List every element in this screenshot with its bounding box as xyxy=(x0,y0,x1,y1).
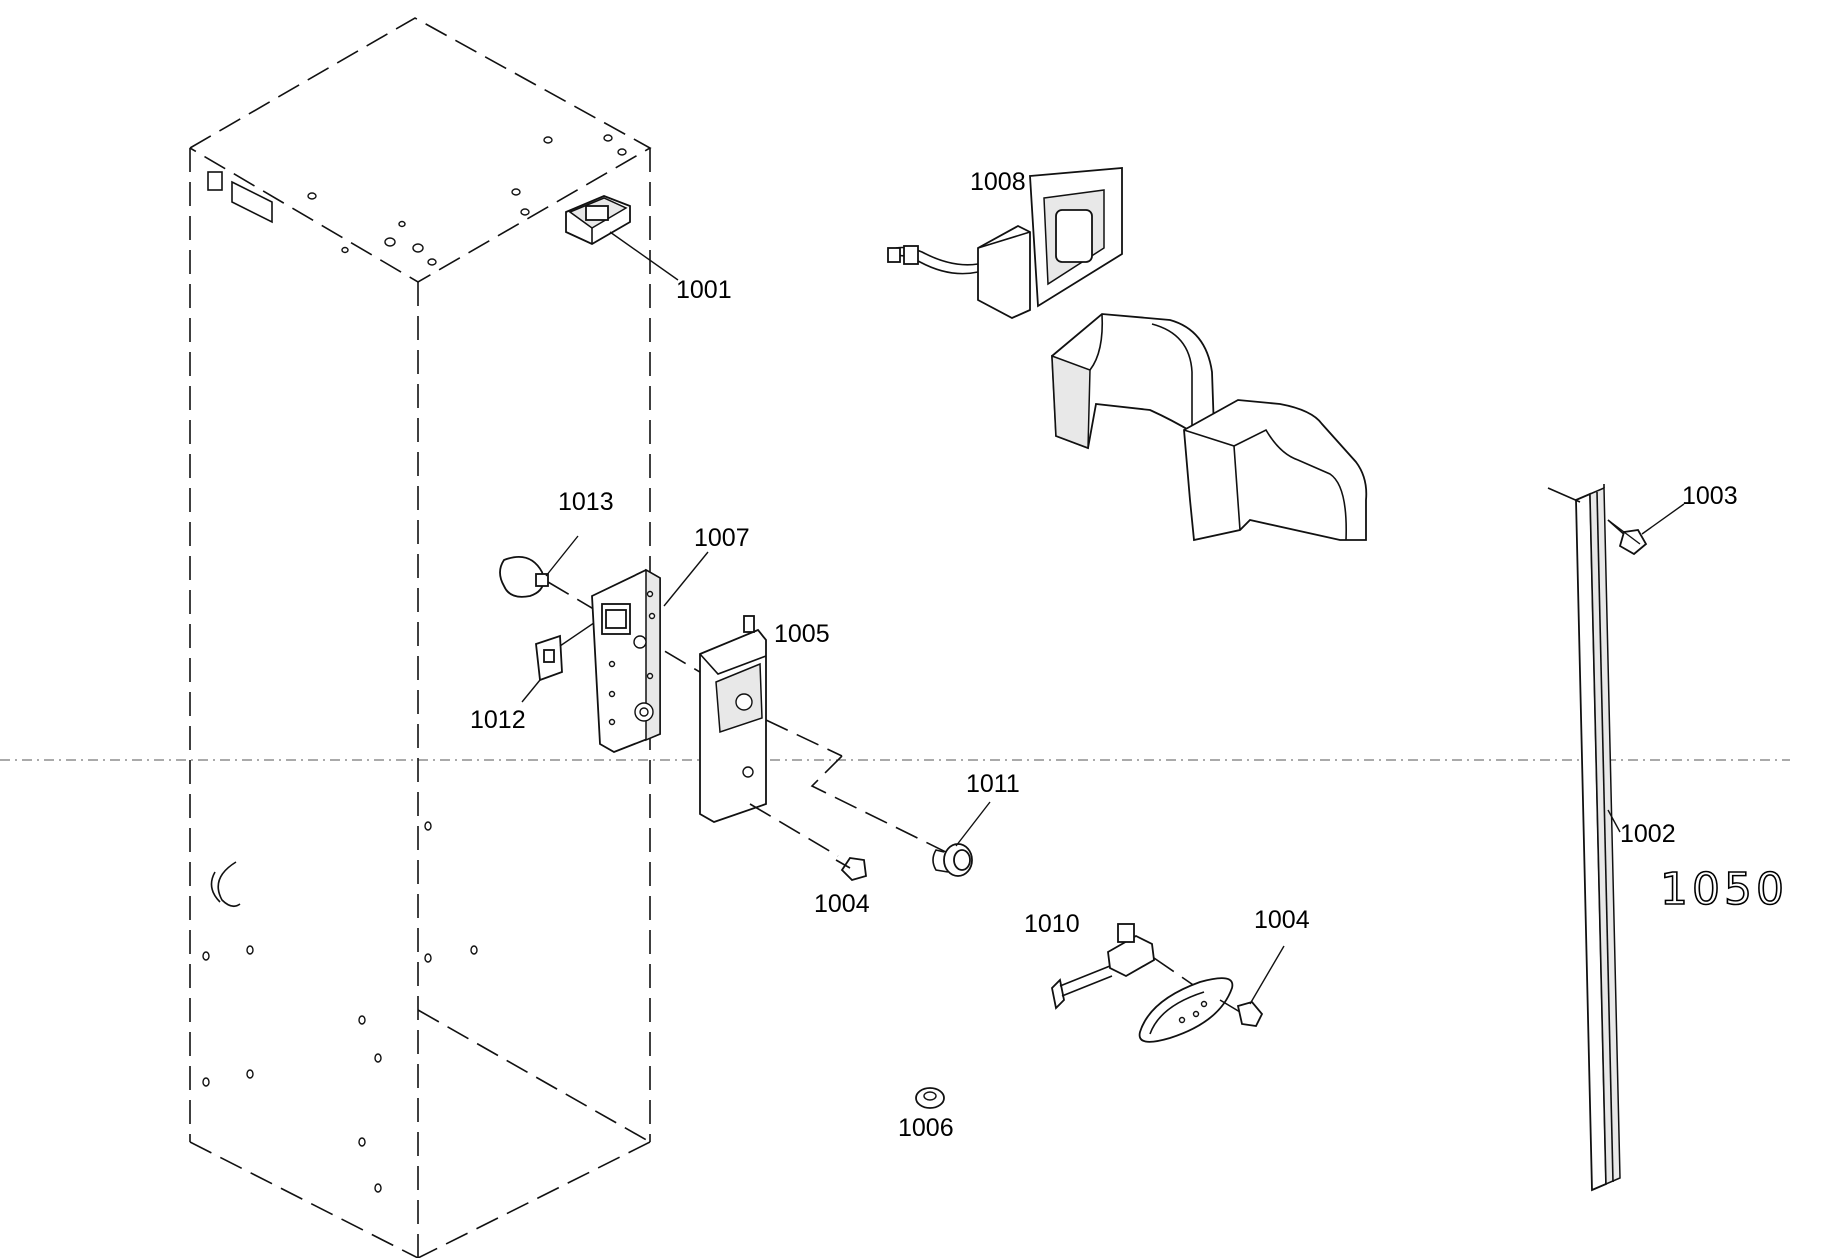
leader-1002 xyxy=(1607,809,1621,833)
label-1001: 1001 xyxy=(676,276,732,304)
part-1012-pad xyxy=(535,634,563,682)
part-1011-bushing xyxy=(932,843,973,877)
label-1010: 1010 xyxy=(1024,910,1080,938)
part-1008-light-housing xyxy=(887,167,1123,320)
leader-1012 xyxy=(521,679,541,703)
part-1001-receptacle xyxy=(565,195,631,246)
label-1004-right: 1004 xyxy=(1254,906,1310,934)
label-1002: 1002 xyxy=(1620,820,1676,848)
part-1002-trim-strip xyxy=(1547,484,1621,1192)
leader-1013-axis xyxy=(547,581,711,679)
insulation-block-lower xyxy=(1183,399,1368,542)
leader-1011 xyxy=(955,801,991,847)
label-1004-left: 1004 xyxy=(814,890,870,918)
leader-1013 xyxy=(545,535,579,577)
part-1004-screw-left xyxy=(749,803,867,882)
thermistor-cover xyxy=(1138,977,1234,1043)
leader-1005-step xyxy=(810,755,959,859)
leader-1001 xyxy=(609,231,679,281)
part-1013-knob xyxy=(499,556,549,598)
leader-1007 xyxy=(663,551,709,607)
leader-1005-axis xyxy=(765,719,843,757)
part-1003-screw xyxy=(1607,519,1648,556)
part-1010-sensor xyxy=(1051,923,1219,1010)
leader-1003 xyxy=(1641,503,1685,535)
part-1004-screw-right xyxy=(1219,999,1264,1027)
label-1008: 1008 xyxy=(970,168,1026,196)
handwritten-note: 1050 xyxy=(1660,864,1788,915)
part-1006-washer xyxy=(915,1087,945,1109)
label-1012: 1012 xyxy=(470,706,526,734)
leader-1004b xyxy=(1249,945,1285,1005)
label-1013: 1013 xyxy=(558,488,614,516)
label-1003: 1003 xyxy=(1682,482,1738,510)
label-1006: 1006 xyxy=(898,1114,954,1142)
cabinet-housing xyxy=(189,17,652,1258)
label-1011: 1011 xyxy=(966,770,1020,798)
label-1007: 1007 xyxy=(694,524,750,552)
part-1007-bracket xyxy=(591,568,661,753)
part-1005-cover-plate xyxy=(699,615,767,823)
label-1005: 1005 xyxy=(774,620,830,648)
